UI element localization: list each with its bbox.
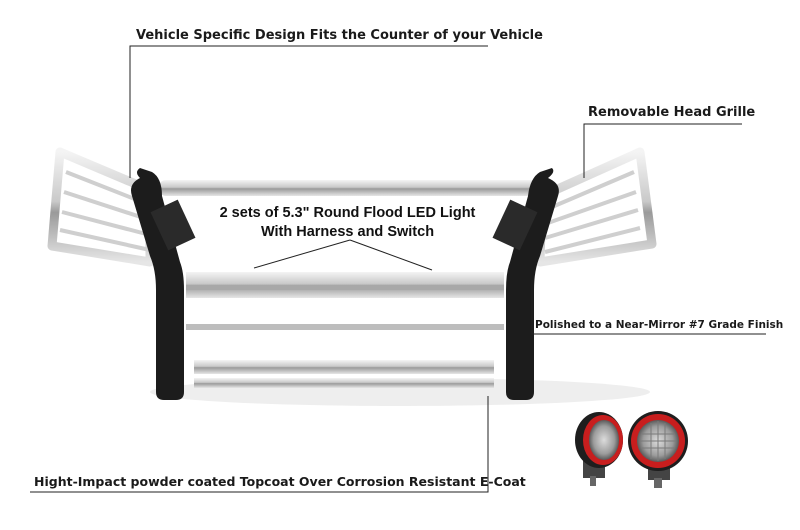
led-label-line1: 2 sets of 5.3" Round Flood LED Light bbox=[219, 205, 476, 221]
callout-coating: Hight-Impact powder coated Topcoat Over … bbox=[34, 474, 526, 489]
lower-crossbar bbox=[186, 324, 504, 330]
led-light-right bbox=[628, 411, 688, 488]
led-light-label: 2 sets of 5.3" Round Flood LED Light Wit… bbox=[180, 204, 515, 242]
led-light-left bbox=[575, 412, 623, 486]
right-light-bracket bbox=[492, 199, 538, 251]
callout-vehicle-specific: Vehicle Specific Design Fits the Counter… bbox=[136, 28, 543, 43]
left-wing-grille bbox=[47, 147, 155, 267]
bottom-bar bbox=[194, 360, 494, 374]
bottom-bar-lower bbox=[194, 378, 494, 388]
left-upright bbox=[131, 168, 184, 400]
callout-head-grille: Removable Head Grille bbox=[588, 105, 756, 120]
left-light-bracket bbox=[150, 199, 196, 251]
top-bar bbox=[158, 180, 538, 196]
callout-polish: Polished to a Near-Mirror #7 Grade Finis… bbox=[535, 319, 784, 331]
right-wing-grille bbox=[535, 147, 657, 267]
callout-lines bbox=[30, 45, 766, 493]
led-label-line2: With Harness and Switch bbox=[260, 224, 435, 240]
middle-bar bbox=[186, 272, 504, 298]
